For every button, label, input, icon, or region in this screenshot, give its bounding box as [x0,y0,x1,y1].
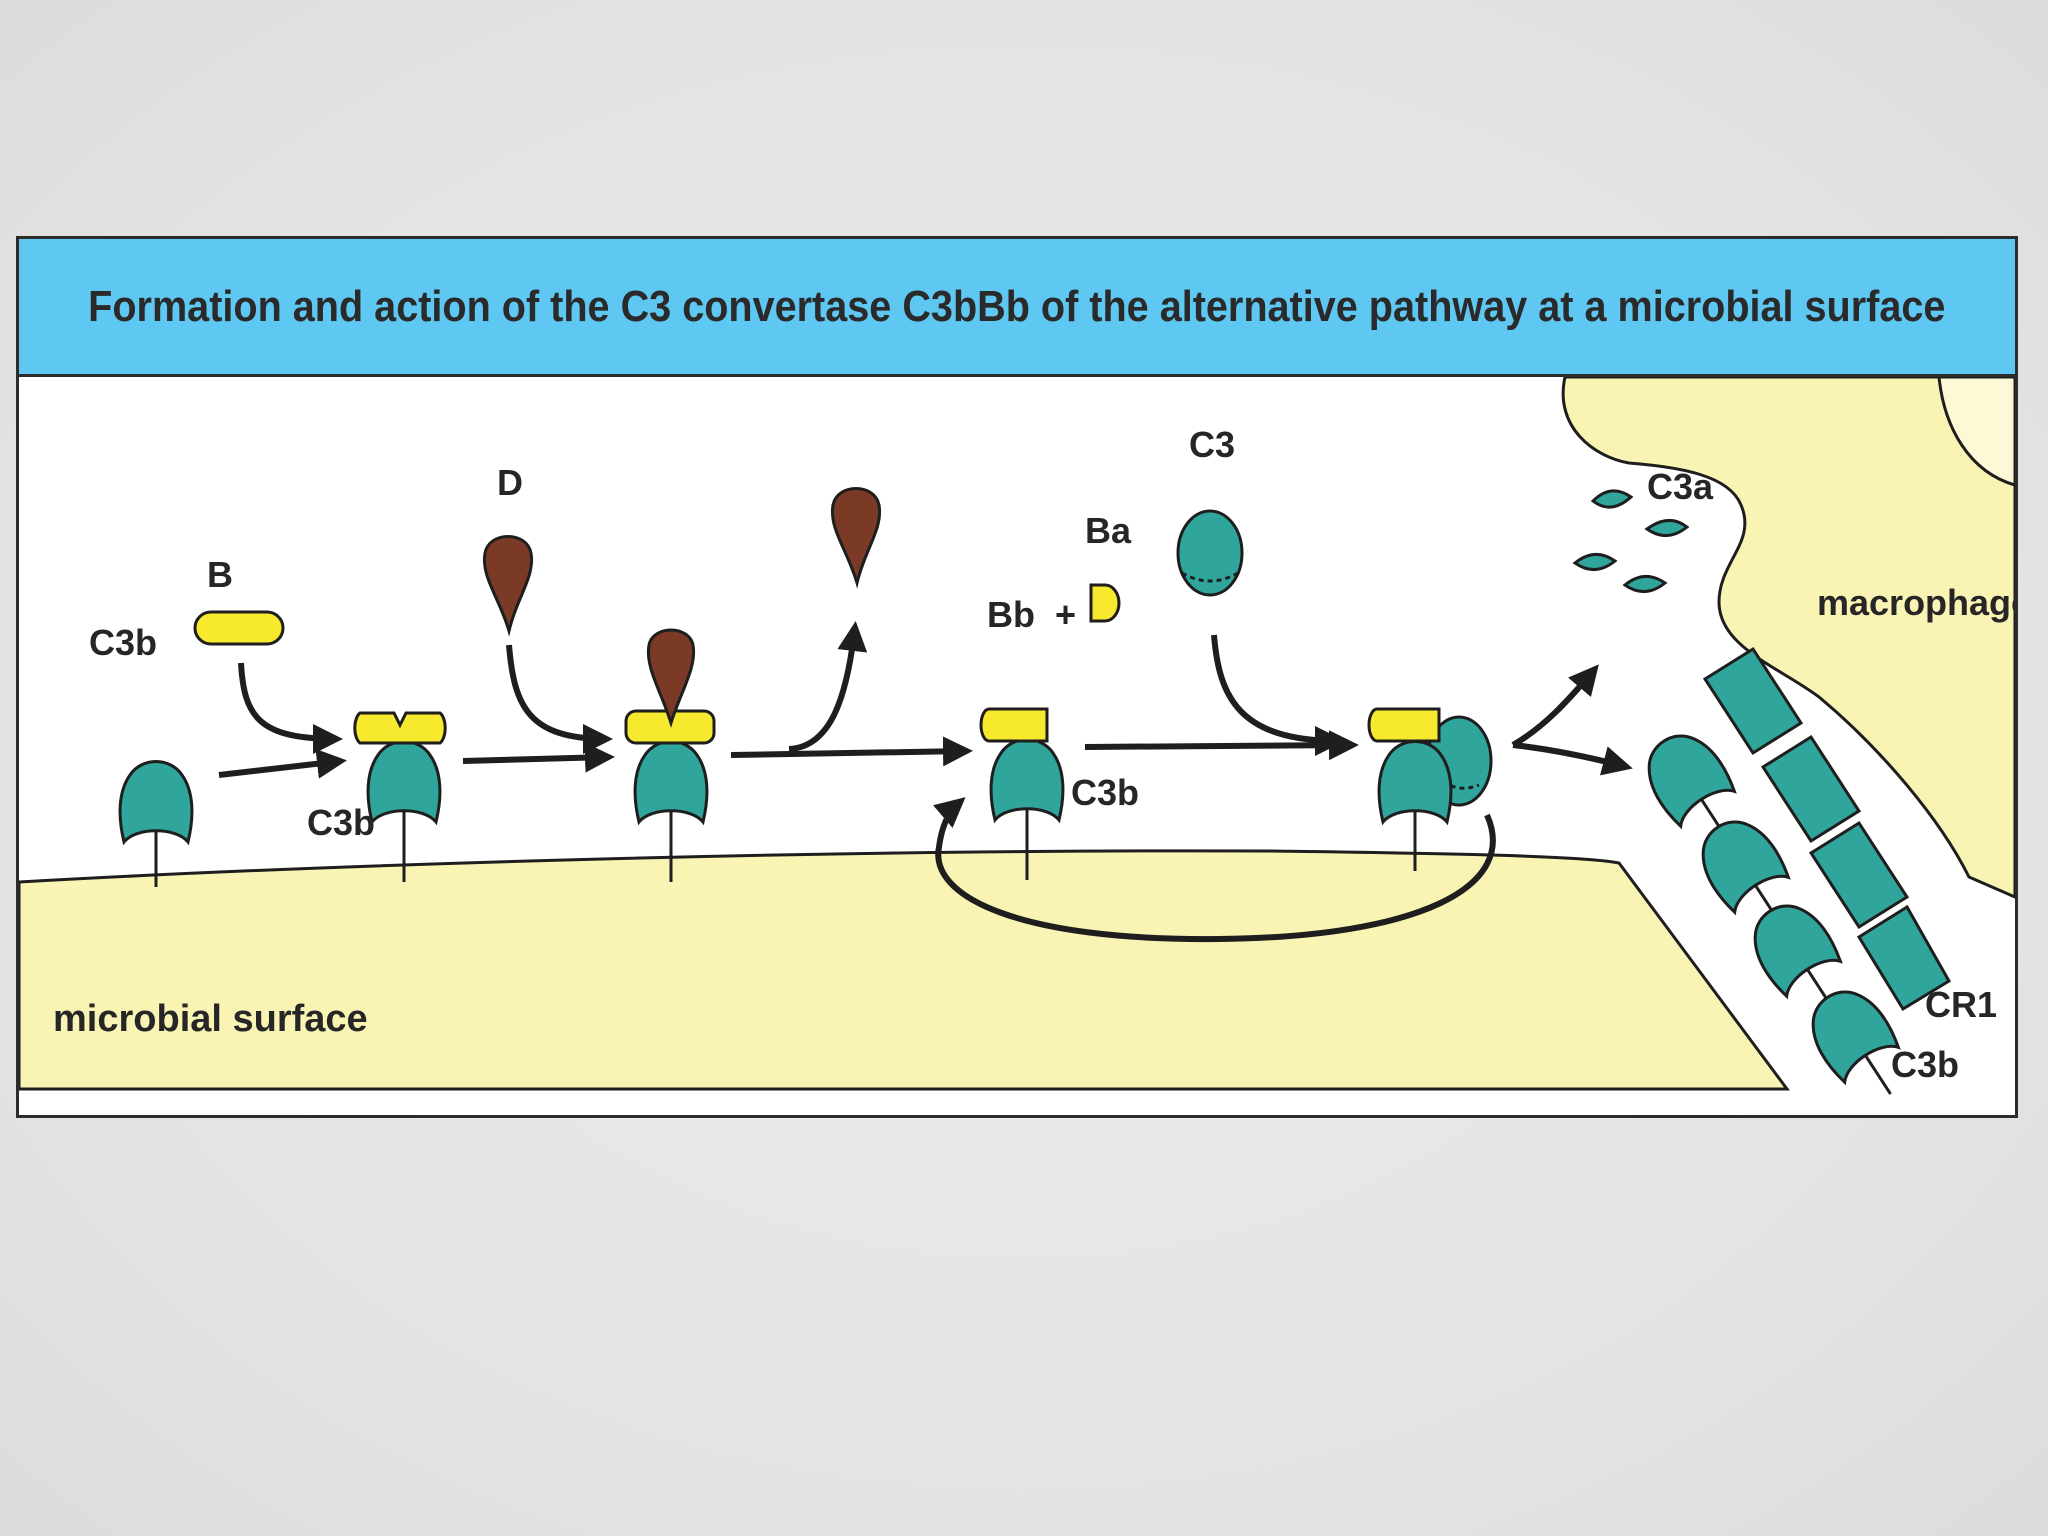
c3-protein [1176,509,1244,597]
pathway-diagram: C3b B C3b D Ba Bb + [19,377,2015,1095]
label-ba: Ba [1085,510,1132,551]
label-plus: + [1055,594,1076,635]
cr1-receptor-4 [1856,904,1952,1012]
bound-c3b-4 [1796,976,1904,1095]
label-c3b-2: C3b [307,802,375,843]
label-cr1: CR1 [1925,984,1997,1025]
label-c3b-3: C3b [1071,772,1139,813]
label-microbial-surface: microbial surface [53,998,368,1040]
arrow-c3b-deposition [1512,742,1633,776]
amplification-loop-arrow [933,797,1496,943]
cr1-receptor-3 [1808,820,1910,930]
c3b-on-surface-1 [118,760,194,887]
factor-d-released [830,487,882,589]
arrow-stage1-stage2 [218,748,347,779]
label-factor-d: D [497,462,523,503]
ba-fragment [1089,583,1121,623]
c3b-b-complex [353,711,447,882]
c3b-b-d-complex [624,628,716,882]
label-c3b-receptor: C3b [1891,1044,1959,1085]
title-bar: Formation and action of the C3 convertas… [19,239,2015,377]
arrow-c3a-release [1511,664,1599,748]
diagram-figure: Formation and action of the C3 convertas… [16,236,2018,1118]
label-c3b-1: C3b [89,622,157,663]
arrow-b-binding [238,662,343,754]
label-bb: Bb [987,594,1035,635]
c3bbb-convertase [979,707,1065,880]
diagram-title: Formation and action of the C3 convertas… [88,281,1946,331]
cr1-receptor-1 [1702,646,1804,756]
arrow-stage3-stage4 [730,736,973,767]
convertase-with-c3 [1367,707,1493,871]
label-factor-b: B [207,554,233,595]
factor-b [193,610,285,646]
label-macrophage: macrophage [1817,582,2015,623]
arrow-d-release [788,621,868,752]
label-c3: C3 [1189,424,1235,465]
arrow-stage4-stage5 [1084,730,1359,761]
arrow-c3-binding [1211,634,1345,756]
factor-d [482,535,534,637]
arrow-stage2-stage3 [462,742,615,773]
microbial-surface-region [19,849,1790,1091]
label-c3a: C3a [1647,466,1714,507]
macrophage-region [1561,377,2015,899]
c3a-fragments [1572,489,1690,593]
cr1-receptor-2 [1760,734,1862,844]
macrophage-nucleus [1937,377,2015,487]
arrow-d-binding [506,644,613,754]
